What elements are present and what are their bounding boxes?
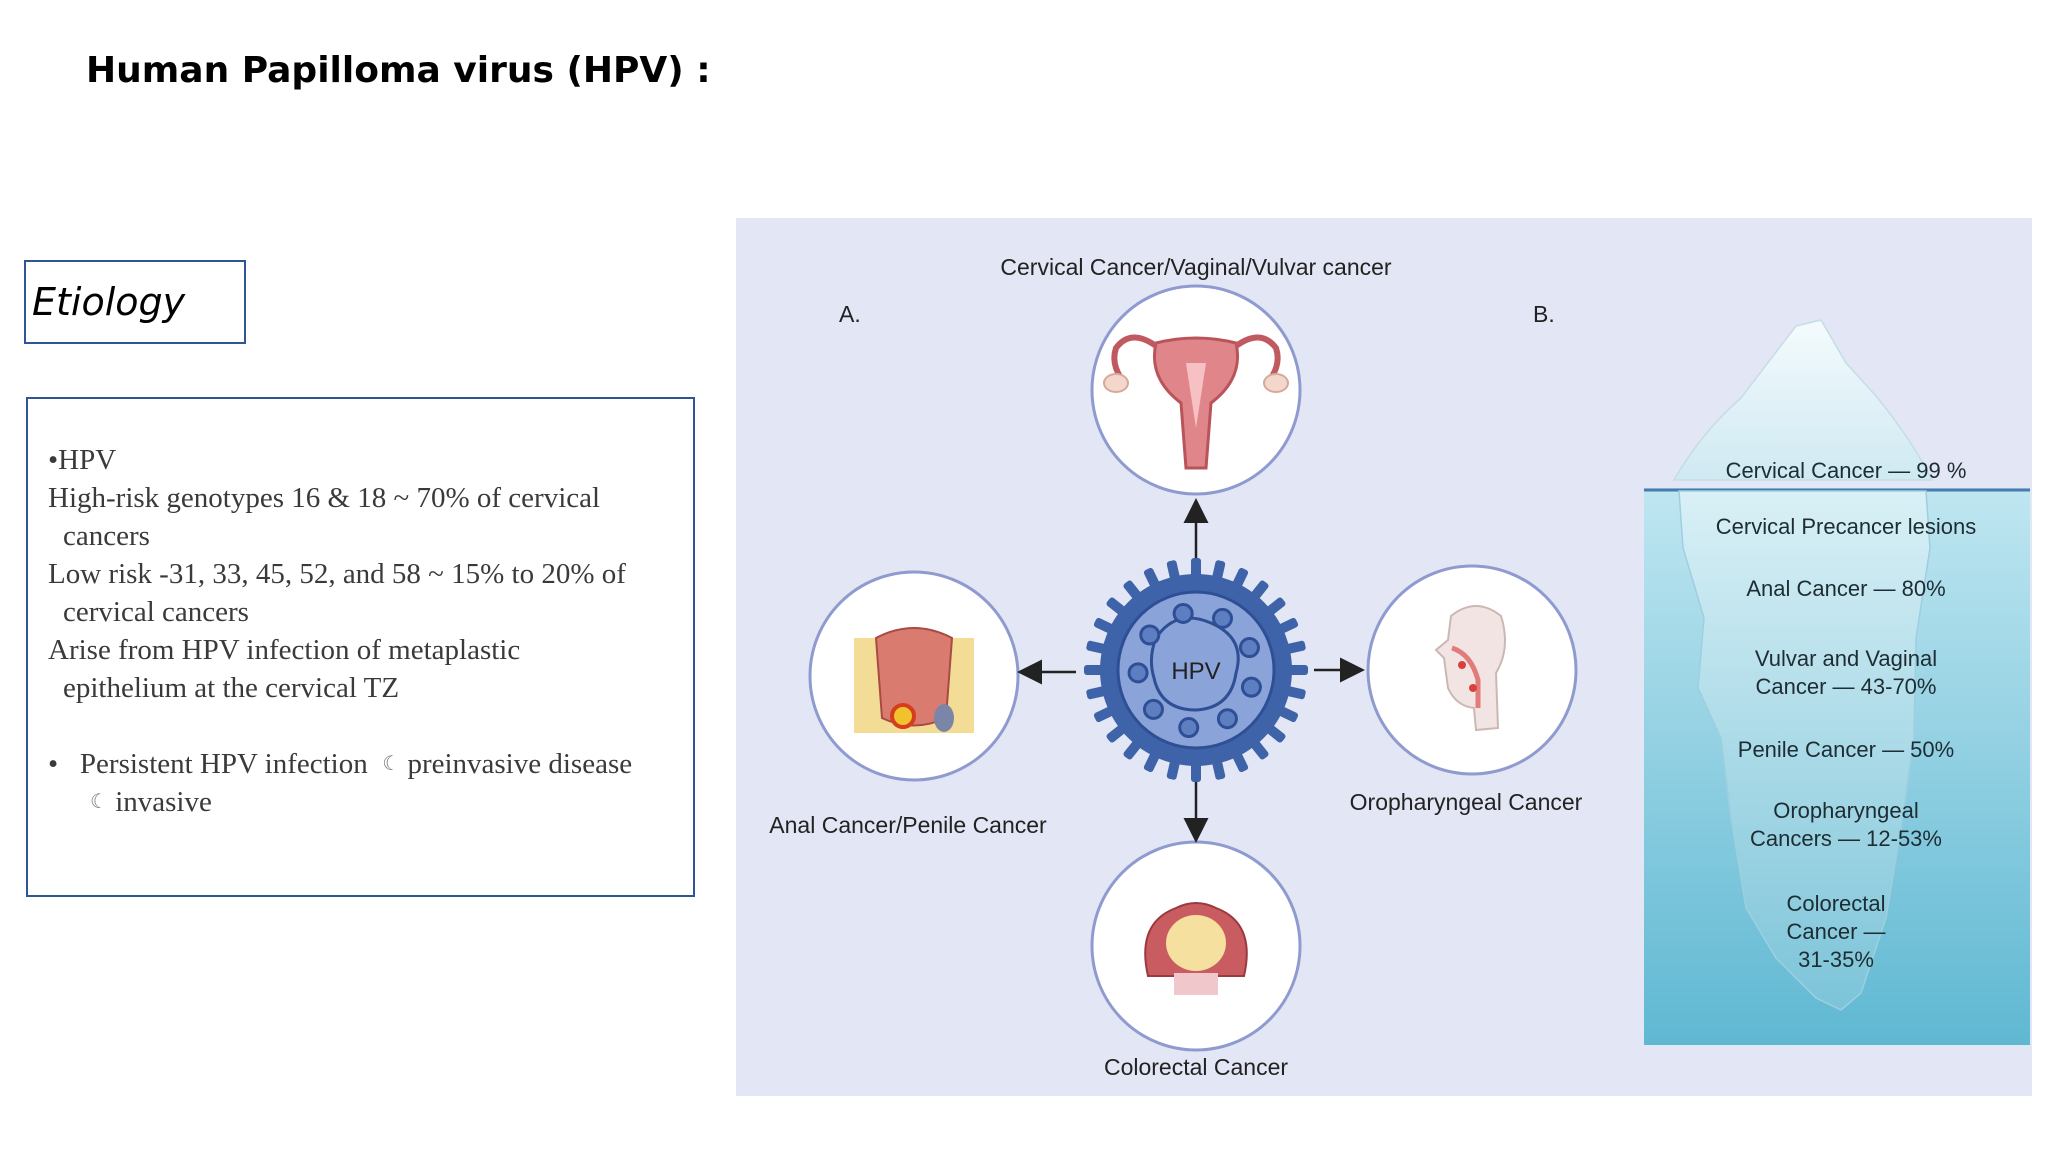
iceberg-graphic: Cervical Cancer — 99 % Cervical Precance…: [1644, 319, 2030, 1045]
virus-capsomere: [1127, 662, 1149, 684]
anal-canal-icon: [808, 570, 1020, 782]
hpv-cancer-figure: A. B. Cervical Cancer/Vaginal/Vulvar can…: [736, 218, 2032, 1096]
bullet-persistent: • Persistent HPV infection ☾ preinvasive…: [48, 748, 633, 780]
colorectal-cancer-label: Colorectal Cancer: [1104, 1054, 1288, 1080]
iceberg-tip-label: Cervical Cancer — 99 %: [1726, 458, 1967, 483]
head-neck-icon: [1366, 564, 1578, 776]
arise-line-cont: epithelium at the cervical TZ: [63, 672, 400, 704]
colorectal-tumor-icon: [1090, 840, 1302, 1052]
low-risk-line-cont: cervical cancers: [63, 596, 249, 628]
high-risk-line: High-risk genotypes 16 & 18 ~ 70% of cer…: [48, 482, 601, 514]
high-risk-line-cont: cancers: [63, 520, 150, 552]
oropharyngeal-cancer-label: Oropharyngeal Cancer: [1350, 789, 1583, 815]
arise-line: Arise from HPV infection of metaplastic: [48, 634, 521, 666]
low-risk-line: Low risk -31, 33, 45, 52, and 58 ~ 15% t…: [48, 558, 626, 590]
iceberg-vulvar-label-2: Cancer — 43-70%: [1756, 674, 1937, 699]
iceberg-anal-label: Anal Cancer — 80%: [1746, 576, 1945, 601]
virus-capsomere: [1238, 637, 1260, 659]
virus-capsomere: [1216, 708, 1238, 730]
hpv-center-label: HPV: [1171, 658, 1220, 685]
anal-penile-cancer-label: Anal Cancer/Penile Cancer: [769, 812, 1047, 838]
hpv-virus-icon: HPV: [1084, 558, 1308, 782]
iceberg-precancer-label: Cervical Precancer lesions: [1716, 514, 1976, 539]
virus-capsomere: [1178, 717, 1200, 739]
bullet-hpv: •HPV: [48, 444, 117, 476]
iceberg-oro-label-2: Cancers — 12-53%: [1750, 826, 1942, 851]
virus-capsomere: [1240, 676, 1262, 698]
iceberg-oro-label-1: Oropharyngeal: [1773, 798, 1919, 823]
virus-capsomere: [1212, 607, 1234, 629]
iceberg-colo-label-2: Cancer —: [1786, 919, 1885, 944]
iceberg-colo-label-1: Colorectal: [1786, 891, 1885, 916]
cervical-cancer-label: Cervical Cancer/Vaginal/Vulvar cancer: [1000, 254, 1392, 280]
uterus-icon: [1090, 284, 1302, 496]
panel-a-label: A.: [839, 301, 861, 327]
iceberg-colo-label-3: 31-35%: [1798, 947, 1874, 972]
virus-capsomere: [1142, 698, 1164, 720]
virus-capsomere: [1172, 602, 1194, 624]
slide-title: Human Papilloma virus (HPV) :: [86, 50, 711, 91]
progression-arrow-icon: ☾: [382, 753, 401, 775]
section-label: Etiology: [32, 280, 186, 324]
section-label-box: Etiology: [24, 260, 246, 344]
virus-capsomere: [1139, 624, 1161, 646]
progression-arrow-icon: ☾: [90, 791, 108, 813]
iceberg-penile-label: Penile Cancer — 50%: [1738, 737, 1954, 762]
panel-b-label: B.: [1533, 301, 1555, 327]
etiology-content-box: •HPV High-risk genotypes 16 & 18 ~ 70% o…: [26, 397, 695, 897]
bullet-persistent-cont: ☾ invasive: [90, 786, 212, 818]
iceberg-vulvar-label-1: Vulvar and Vaginal: [1755, 646, 1937, 671]
